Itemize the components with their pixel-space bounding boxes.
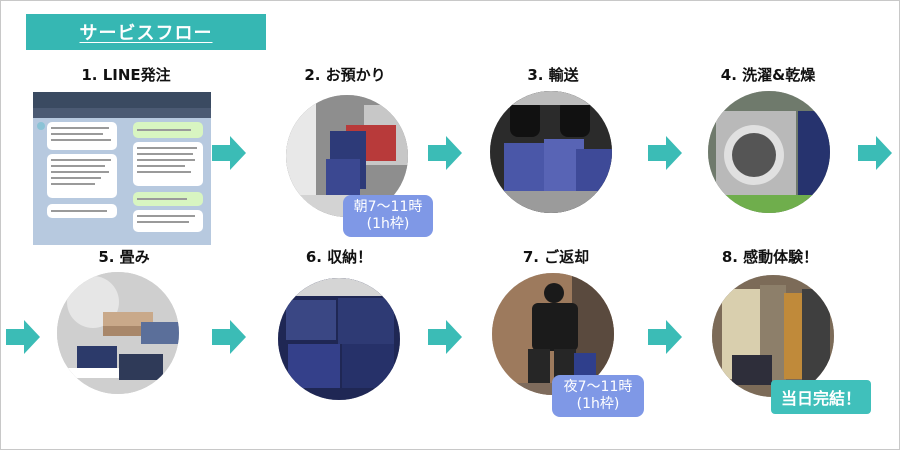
chevron-arrow-right-icon bbox=[212, 136, 246, 170]
chevron-arrow-right-icon bbox=[648, 136, 682, 170]
return-time-badge: 夜7～11時 (1h枠) bbox=[552, 375, 644, 417]
return-time-slot: (1h枠) bbox=[576, 396, 620, 412]
line-chat-screenshot bbox=[33, 92, 211, 245]
pickup-time-range: 朝7～11時 bbox=[353, 199, 423, 215]
step-3-label: 3. 輸送 bbox=[527, 66, 579, 84]
step-8-photo bbox=[712, 275, 834, 397]
step-7-label: 7. ご返却 bbox=[522, 248, 590, 266]
same-day-badge: 当日完結！ bbox=[771, 380, 871, 414]
pickup-time-slot: (1h枠) bbox=[366, 216, 410, 232]
return-time-range: 夜7～11時 bbox=[563, 379, 633, 395]
washing-machine-illustration bbox=[708, 91, 830, 213]
step-3-photo bbox=[490, 91, 612, 213]
chevron-arrow-right-icon bbox=[428, 320, 462, 354]
closet-clothes-illustration bbox=[712, 275, 834, 397]
line-status-bar bbox=[33, 92, 211, 108]
line-message-bubble bbox=[133, 142, 203, 186]
step-6-photo bbox=[278, 278, 400, 400]
folded-clothes-illustration bbox=[57, 272, 179, 394]
step-5-label: 5. 畳み bbox=[98, 248, 150, 266]
page-title: サービスフロー bbox=[79, 23, 213, 44]
step-8-label: 8. 感動体験！ bbox=[721, 248, 819, 266]
line-message-bubble bbox=[133, 192, 203, 206]
line-message-bubble bbox=[133, 122, 203, 138]
step-1-label: 1. LINE発注 bbox=[81, 66, 171, 84]
step-4-photo bbox=[708, 91, 830, 213]
line-avatar-icon bbox=[37, 122, 45, 130]
step-6-label: 6. 収納！ bbox=[305, 248, 373, 266]
transport-car-illustration bbox=[490, 91, 612, 213]
line-message-bubble bbox=[133, 210, 203, 232]
stored-bags-illustration bbox=[278, 278, 400, 400]
chevron-arrow-right-icon bbox=[212, 320, 246, 354]
line-message-bubble bbox=[47, 204, 117, 218]
chevron-arrow-right-icon bbox=[6, 320, 40, 354]
step-5-photo bbox=[57, 272, 179, 394]
chevron-arrow-right-icon bbox=[858, 136, 892, 170]
step-4-label: 4. 洗濯&乾燥 bbox=[720, 66, 816, 84]
chevron-arrow-right-icon bbox=[648, 320, 682, 354]
line-message-bubble bbox=[47, 122, 117, 150]
title-banner: サービスフロー bbox=[26, 14, 266, 50]
line-message-bubble bbox=[47, 154, 117, 198]
chevron-arrow-right-icon bbox=[428, 136, 462, 170]
line-chat-header bbox=[33, 108, 211, 118]
step-2-label: 2. お預かり bbox=[304, 66, 386, 84]
pickup-time-badge: 朝7～11時 (1h枠) bbox=[343, 195, 433, 237]
